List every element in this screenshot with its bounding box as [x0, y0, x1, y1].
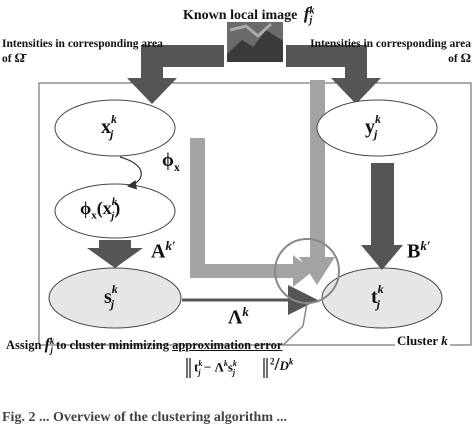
arrow-image-to-y — [286, 40, 381, 104]
known-image-title: Known local image fkj — [183, 4, 315, 26]
arrow-x-to-evaluation — [190, 138, 313, 287]
edge-phi-label: ϕx — [162, 150, 180, 174]
arrow-B — [361, 163, 403, 270]
node-x-label: xkj — [101, 112, 117, 141]
caption-fragment: Fig. 2 ... Overview of the clustering al… — [2, 410, 288, 425]
node-s-ellipse — [48, 267, 182, 329]
known-image-texture — [227, 30, 283, 62]
arrow-image-to-x — [127, 40, 224, 104]
node-x-ellipse — [54, 99, 176, 157]
node-t-label: tkj — [371, 282, 384, 311]
node-phi-label: ϕx(xkj) — [80, 196, 121, 222]
edge-B-label: Bk′ — [407, 238, 431, 263]
edge-A-label: Ak′ — [151, 238, 176, 263]
cluster-frame — [38, 82, 472, 346]
assign-text: Assign fkj to cluster minimizing approxi… — [6, 336, 283, 355]
arrow-phi — [119, 156, 142, 190]
right-area-label: Intensities in corresponding area of Ω — [310, 38, 471, 65]
arrow-y-to-evaluation — [299, 80, 335, 285]
assign-leader-line — [282, 302, 308, 346]
node-phi-ellipse — [54, 183, 176, 239]
node-y-label: ykj — [365, 112, 381, 141]
arrow-A — [87, 240, 143, 268]
left-area-label: Intensities in corresponding area of Ω̄ — [2, 38, 163, 65]
assign-formula: tkj − Λkskj — [194, 359, 237, 377]
assign-formula-tail: 2/Dk — [270, 354, 294, 374]
known-image-streak — [229, 22, 273, 38]
node-s-label: skj — [104, 282, 118, 311]
edge-Lambda-label: Λk — [228, 304, 249, 329]
node-y-ellipse — [316, 99, 438, 157]
node-t-ellipse — [321, 267, 443, 329]
cluster-label: Cluster k — [395, 333, 450, 349]
